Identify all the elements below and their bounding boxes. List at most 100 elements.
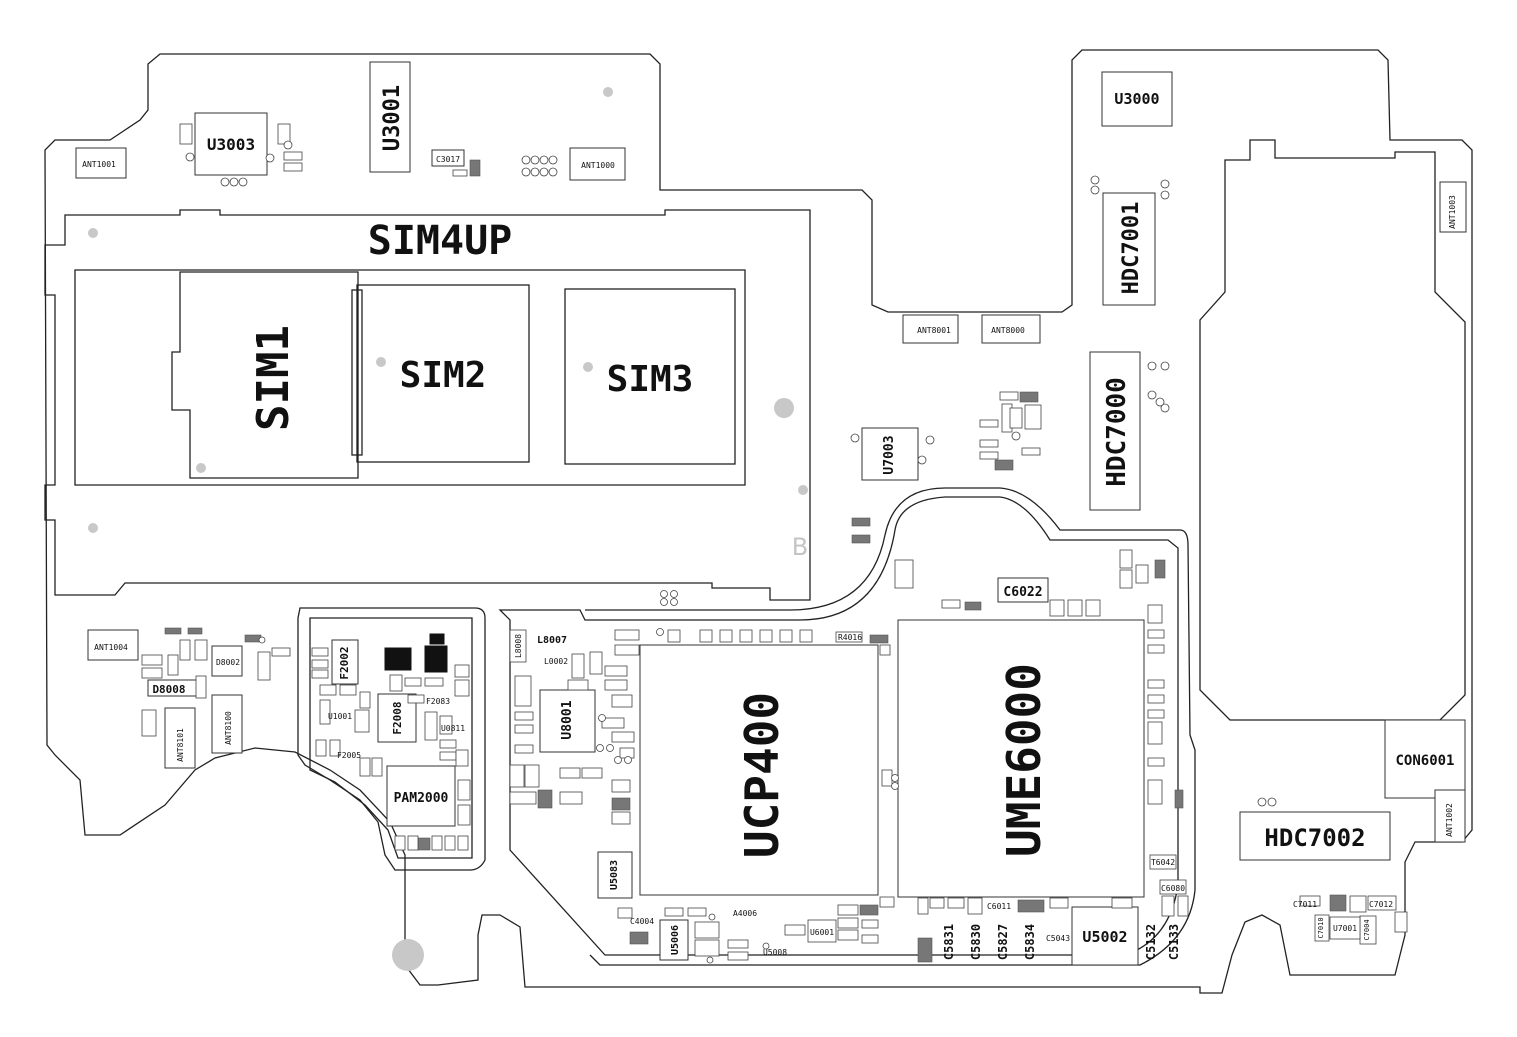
shield-curve-inner <box>498 496 1179 956</box>
u8001-label: U8001 <box>560 700 575 739</box>
ant1004-pad <box>87 629 139 661</box>
ucp400-label: UCP400 <box>735 692 789 858</box>
l8008-label: L8008 <box>514 634 523 658</box>
a4006-label: A4006 <box>733 909 757 918</box>
mount-hole <box>392 939 424 971</box>
f2008-label: F2008 <box>391 701 404 734</box>
c6022-label: C6022 <box>1003 585 1042 600</box>
ant1003-pad <box>1439 181 1467 233</box>
hdc7000-label: HDC7000 <box>1102 377 1132 487</box>
ant1000-pad <box>569 147 626 181</box>
pam2000-label: PAM2000 <box>394 791 449 806</box>
c6011-label: C6011 <box>987 902 1011 911</box>
u5083-body <box>597 851 633 899</box>
ant8001-pad <box>902 314 959 344</box>
c7010-label: C7010 <box>1317 917 1325 938</box>
hdc7002-body <box>1239 811 1391 861</box>
f2002-label: F2002 <box>338 646 351 679</box>
via-group <box>185 140 1277 964</box>
l8007-label: L8007 <box>537 635 567 646</box>
c3017-label: C3017 <box>436 155 460 164</box>
ant8101-body <box>164 707 196 769</box>
sim2-slot-inner <box>351 289 363 456</box>
u1001-label: U1001 <box>328 712 352 721</box>
u8001-body <box>539 689 596 753</box>
mount-hole <box>603 87 613 97</box>
u5006-label: U5006 <box>670 925 681 955</box>
ucp400-body <box>639 644 879 896</box>
c5831-label: C5831 <box>942 924 956 960</box>
board-outline-left <box>44 49 1473 994</box>
ant1001-label: ANT1001 <box>82 160 116 169</box>
c5132-label: C5132 <box>1144 924 1158 960</box>
u5002-label: U5002 <box>1082 928 1127 946</box>
sim1-label: SIM1 <box>248 325 299 431</box>
u3003-body <box>194 112 268 176</box>
c7012-label: C7012 <box>1369 900 1393 909</box>
u7001-label: U7001 <box>1333 924 1357 933</box>
mount-hole <box>798 485 808 495</box>
sim4up-label: SIM4UP <box>368 218 513 264</box>
u5008-label: U5008 <box>763 948 787 957</box>
watermark-letter: B <box>792 533 808 561</box>
u7003-body <box>861 427 919 481</box>
mount-hole <box>376 357 386 367</box>
u0811-label: U0811 <box>441 724 465 733</box>
c5133-label: C5133 <box>1167 924 1181 960</box>
ant1001-pad <box>75 147 127 179</box>
sim3-slot <box>564 288 736 465</box>
f2002-body <box>331 639 359 685</box>
ant8101-label: ANT8101 <box>176 728 185 762</box>
ume6000-body <box>897 619 1145 898</box>
r4016-label: R4016 <box>838 633 862 642</box>
u3001-label: U3001 <box>380 85 405 151</box>
hdc7000-body <box>1089 351 1141 511</box>
t6042-label: T6042 <box>1151 858 1175 867</box>
hdc7001-label: HDC7001 <box>1119 202 1144 295</box>
ant8001-label: ANT8001 <box>917 326 951 335</box>
ant1003-label: ANT1003 <box>1448 195 1457 229</box>
ant1004-label: ANT1004 <box>94 643 128 652</box>
u5002-body <box>1071 906 1139 966</box>
dark-chip <box>429 633 445 645</box>
c7004-label: C7004 <box>1363 919 1371 940</box>
ant1000-label: ANT1000 <box>581 161 615 170</box>
u5006-body <box>659 919 689 961</box>
u7003-label: U7003 <box>882 435 897 474</box>
c5834-label: C5834 <box>1023 924 1037 960</box>
u6001-label: U6001 <box>810 928 834 937</box>
ant1002-pad <box>1434 789 1466 843</box>
u3000-body <box>1101 71 1173 127</box>
mount-hole <box>774 398 794 418</box>
c5830-label: C5830 <box>969 924 983 960</box>
ant8000-label: ANT8000 <box>991 326 1025 335</box>
ant8100-body <box>211 694 243 754</box>
battery-cutout <box>1199 139 1466 721</box>
ant8000-pad <box>981 314 1041 344</box>
f2005-label: F2005 <box>337 751 361 760</box>
c3017-pad <box>431 149 465 167</box>
shield-left-rf-inner <box>309 617 473 859</box>
mount-hole <box>88 228 98 238</box>
d8002-label: D8002 <box>216 658 240 667</box>
pam2000-body <box>386 765 456 827</box>
hdc7001-body <box>1102 192 1156 306</box>
u5083-label: U5083 <box>609 860 620 890</box>
ume6000-label: UME6000 <box>997 663 1051 857</box>
l0002-label: L0002 <box>544 657 568 666</box>
dark-chip <box>384 647 412 671</box>
ant8100-label: ANT8100 <box>224 711 233 745</box>
c5827-label: C5827 <box>996 924 1010 960</box>
u3000-label: U3000 <box>1114 90 1159 108</box>
f2083-label: F2083 <box>426 697 450 706</box>
dark-chip <box>424 645 448 673</box>
sim1-slot <box>171 271 359 479</box>
mount-hole <box>196 463 206 473</box>
d8008-label: D8008 <box>152 683 185 696</box>
passive-cluster-grey <box>164 159 1347 963</box>
mount-hole <box>88 523 98 533</box>
sim-shield-outline <box>44 209 811 601</box>
con6001-label: CON6001 <box>1395 753 1454 769</box>
d8002-body <box>211 645 243 677</box>
u3001-body <box>369 61 411 173</box>
